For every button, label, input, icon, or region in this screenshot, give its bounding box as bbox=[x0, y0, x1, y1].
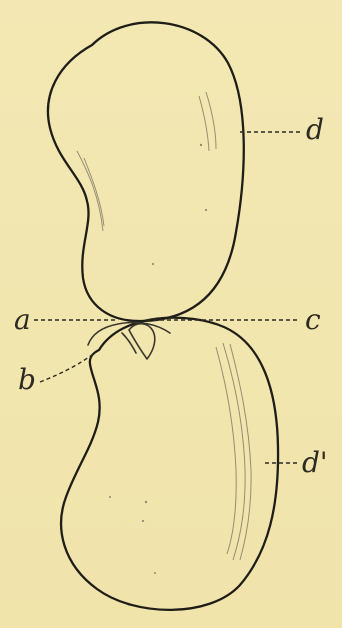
inner-fold bbox=[122, 333, 136, 353]
lower-shade-right bbox=[223, 343, 245, 560]
label-d: d bbox=[306, 113, 324, 146]
lower-shade-right-2 bbox=[216, 347, 236, 554]
label-a: a bbox=[14, 303, 31, 336]
label-b: b bbox=[18, 363, 36, 396]
speckle bbox=[142, 520, 144, 522]
upper-shade-right-2 bbox=[199, 96, 209, 151]
upper-bean-outline bbox=[48, 22, 244, 321]
speckle bbox=[205, 209, 207, 211]
speckle bbox=[200, 144, 202, 146]
speckle bbox=[152, 263, 154, 265]
label-d-prime: d' bbox=[302, 446, 328, 479]
upper-shade-left bbox=[77, 151, 103, 231]
label-c: c bbox=[305, 303, 321, 336]
speckle bbox=[109, 496, 111, 498]
speckle bbox=[145, 501, 147, 503]
upper-shade-right bbox=[206, 92, 216, 149]
radicle-flap bbox=[129, 324, 155, 359]
leader-b bbox=[40, 352, 96, 382]
speckle bbox=[154, 572, 156, 574]
lower-bean-outline bbox=[61, 318, 278, 610]
